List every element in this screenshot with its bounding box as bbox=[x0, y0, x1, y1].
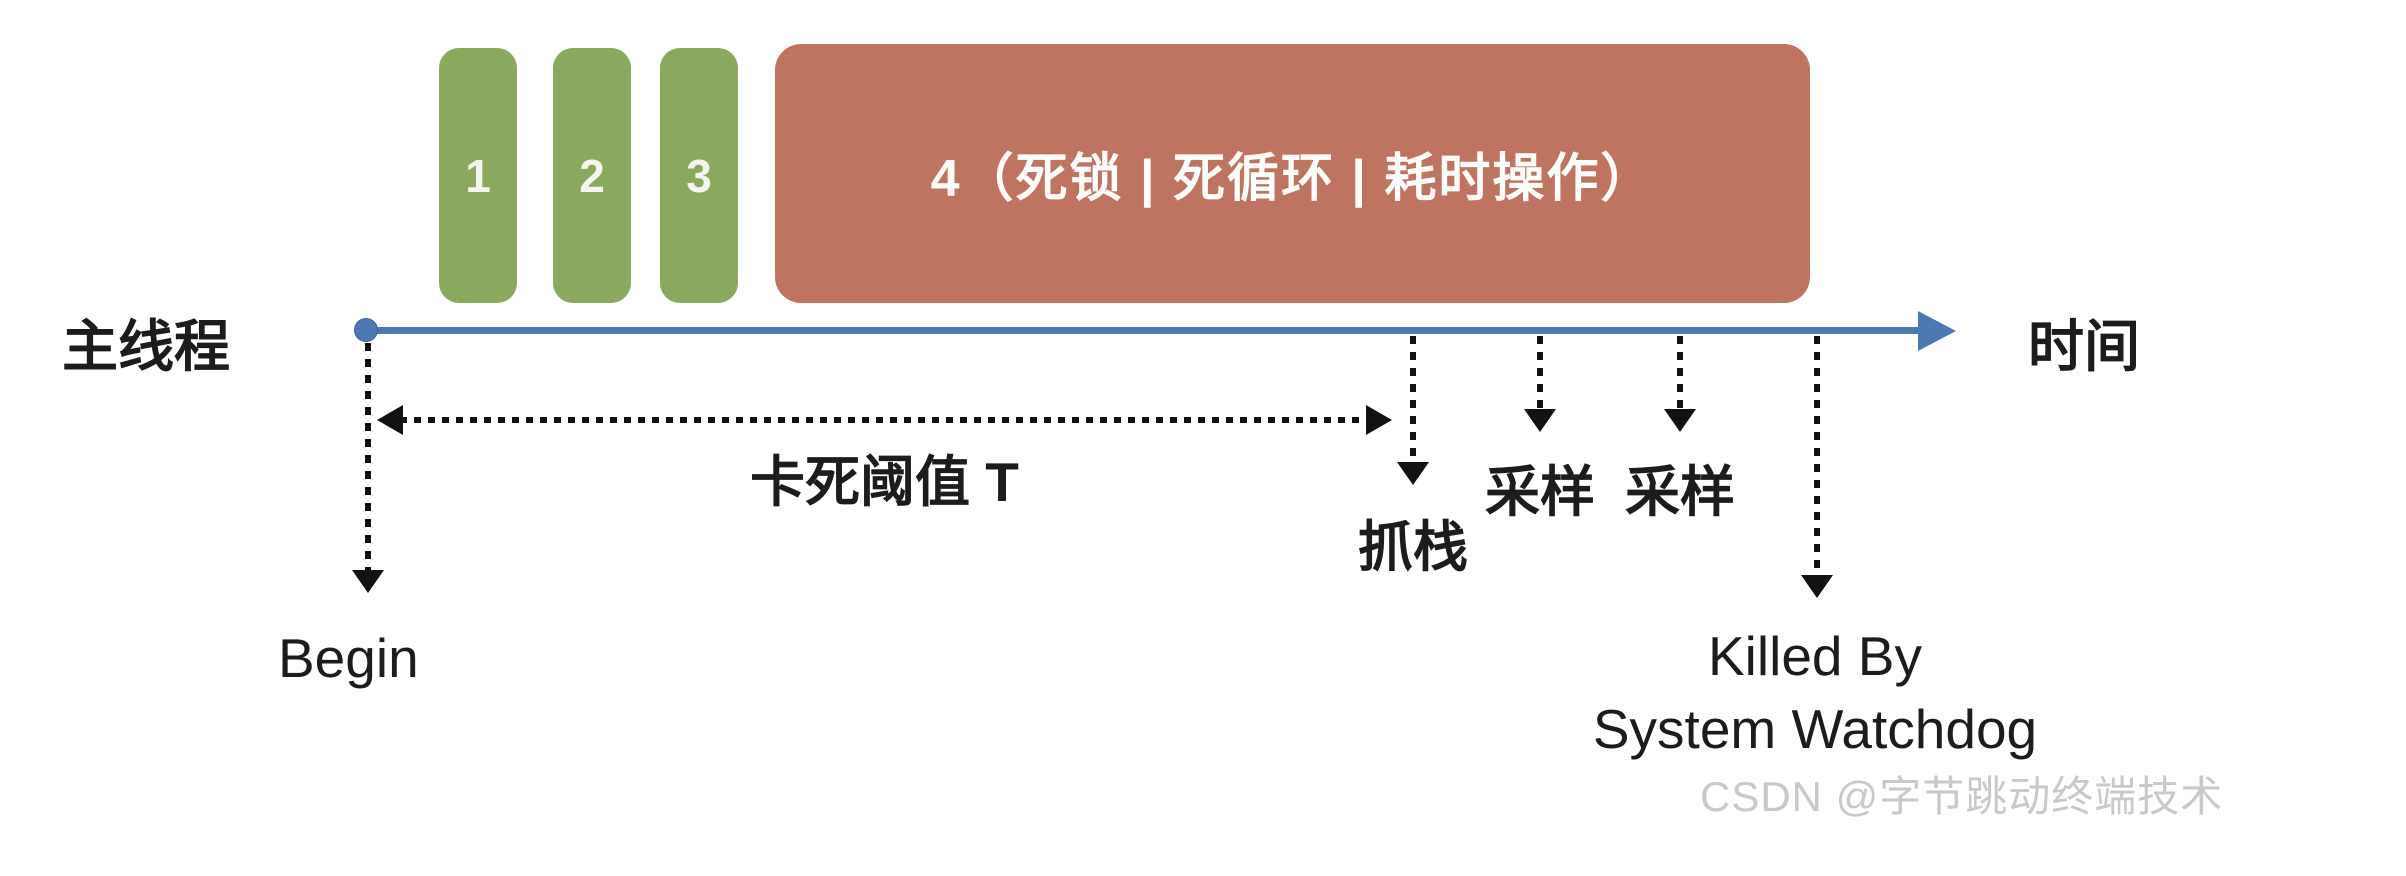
sample-2-label: 采样 bbox=[1624, 461, 1735, 523]
task-block-4-label: 4（死锁 | 死循环 | 耗时操作） bbox=[930, 150, 1655, 208]
threshold-left-arrowhead-icon bbox=[377, 405, 403, 435]
killed-arrowhead-icon bbox=[1801, 575, 1833, 598]
killed-by-line2: System Watchdog bbox=[1592, 698, 2038, 760]
timeline-start-dot bbox=[354, 318, 378, 342]
sample-1-dashed-line bbox=[1537, 336, 1543, 409]
sample-2-arrowhead-icon bbox=[1664, 409, 1696, 432]
killed-by-line1: Killed By bbox=[1708, 625, 1922, 687]
timeline-arrowhead-icon bbox=[1918, 311, 1956, 351]
csdn-watermark: CSDN @字节跳动终端技术 bbox=[1700, 773, 2224, 820]
time-axis-label: 时间 bbox=[2028, 315, 2140, 378]
task-block-3-label: 3 bbox=[686, 149, 712, 202]
task-block-2: 2 bbox=[553, 48, 631, 303]
timeline-line bbox=[366, 327, 1922, 334]
killed-dashed-line bbox=[1814, 336, 1820, 575]
begin-dashed-line bbox=[365, 343, 371, 570]
grab-stack-dashed-line bbox=[1410, 336, 1416, 462]
begin-label: Begin bbox=[278, 627, 419, 689]
main-thread-label: 主线程 bbox=[62, 315, 230, 378]
grab-stack-label: 抓栈 bbox=[1357, 516, 1468, 578]
sample-1-label: 采样 bbox=[1484, 461, 1595, 523]
task-block-4-stuck: 4（死锁 | 死循环 | 耗时操作） bbox=[775, 44, 1810, 303]
killed-by-label: Killed By System Watchdog bbox=[1570, 620, 2060, 766]
grab-stack-arrowhead-icon bbox=[1397, 462, 1429, 485]
sample-1-arrowhead-icon bbox=[1524, 409, 1556, 432]
task-block-1: 1 bbox=[439, 48, 517, 303]
task-block-1-label: 1 bbox=[465, 149, 491, 202]
threshold-dashed-line bbox=[400, 417, 1368, 423]
sample-2-dashed-line bbox=[1677, 336, 1683, 409]
threshold-label: 卡死阈值 T bbox=[750, 451, 1019, 513]
task-block-3: 3 bbox=[660, 48, 738, 303]
threshold-right-arrowhead-icon bbox=[1366, 405, 1392, 435]
begin-arrowhead-icon bbox=[352, 570, 384, 593]
task-block-2-label: 2 bbox=[579, 149, 605, 202]
